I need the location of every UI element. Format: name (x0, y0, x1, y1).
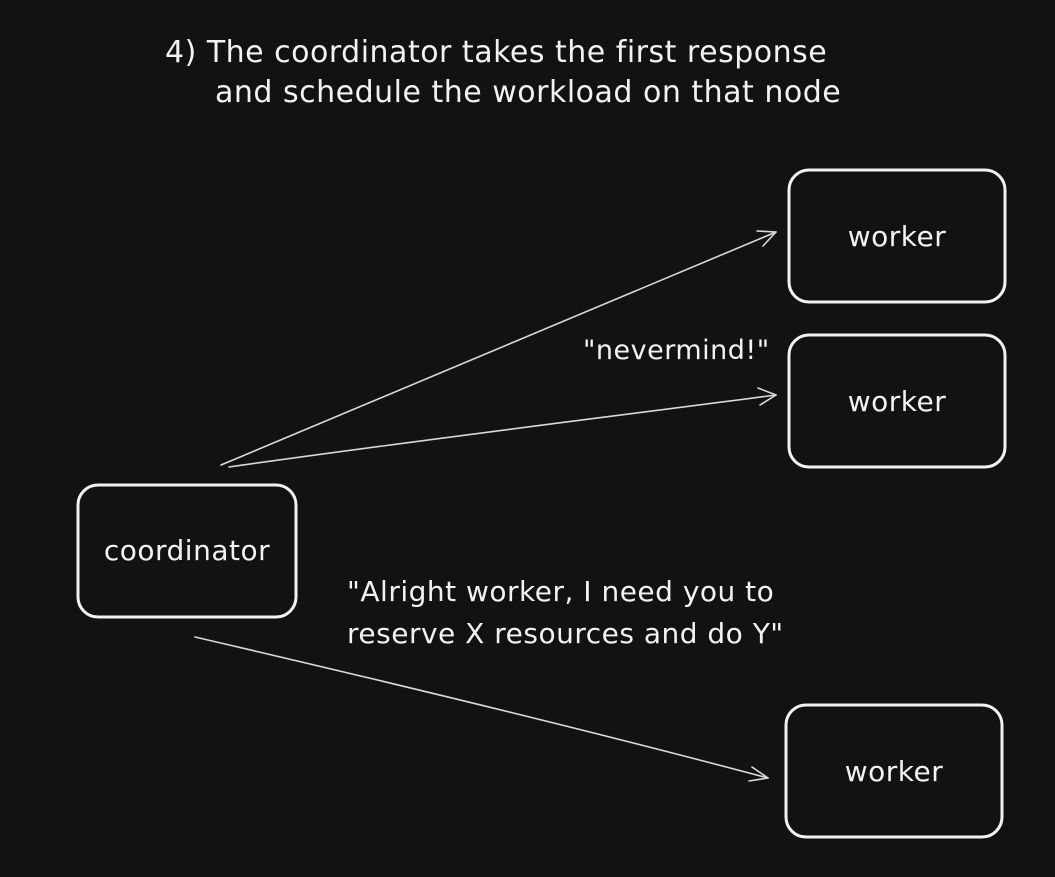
worker-box-bottom (784, 703, 1004, 839)
coordinator-box (76, 483, 298, 619)
arrow-line-bottom (194, 636, 769, 779)
arrow-to-worker-middle (228, 387, 777, 468)
nevermind-annotation: "nevermind!" (583, 335, 770, 366)
arrow-head-bottom (748, 766, 769, 782)
worker-label-bottom: worker (845, 755, 944, 788)
worker-label-middle: worker (848, 385, 947, 418)
worker-label-top: worker (848, 220, 947, 253)
arrow-head-middle (757, 387, 777, 406)
arrow-to-worker-bottom (194, 636, 769, 782)
worker-node-middle: worker (787, 333, 1007, 469)
arrow-head-top (756, 230, 777, 247)
worker-box-middle (787, 333, 1007, 469)
coordinator-node: coordinator (76, 483, 298, 619)
coordinator-label: coordinator (104, 534, 270, 567)
worker-node-top: worker (787, 168, 1007, 304)
diagram-title-line-1: 4) The coordinator takes the first respo… (165, 35, 827, 70)
arrow-line-middle (228, 394, 777, 468)
request-annotation-line-1: "Alright worker, I need you to (347, 575, 774, 608)
worker-node-bottom: worker (784, 703, 1004, 839)
diagram-title-line-2: and schedule the workload on that node (215, 75, 841, 110)
worker-box-top (787, 168, 1007, 304)
request-annotation-line-2: reserve X resources and do Y" (347, 617, 784, 650)
